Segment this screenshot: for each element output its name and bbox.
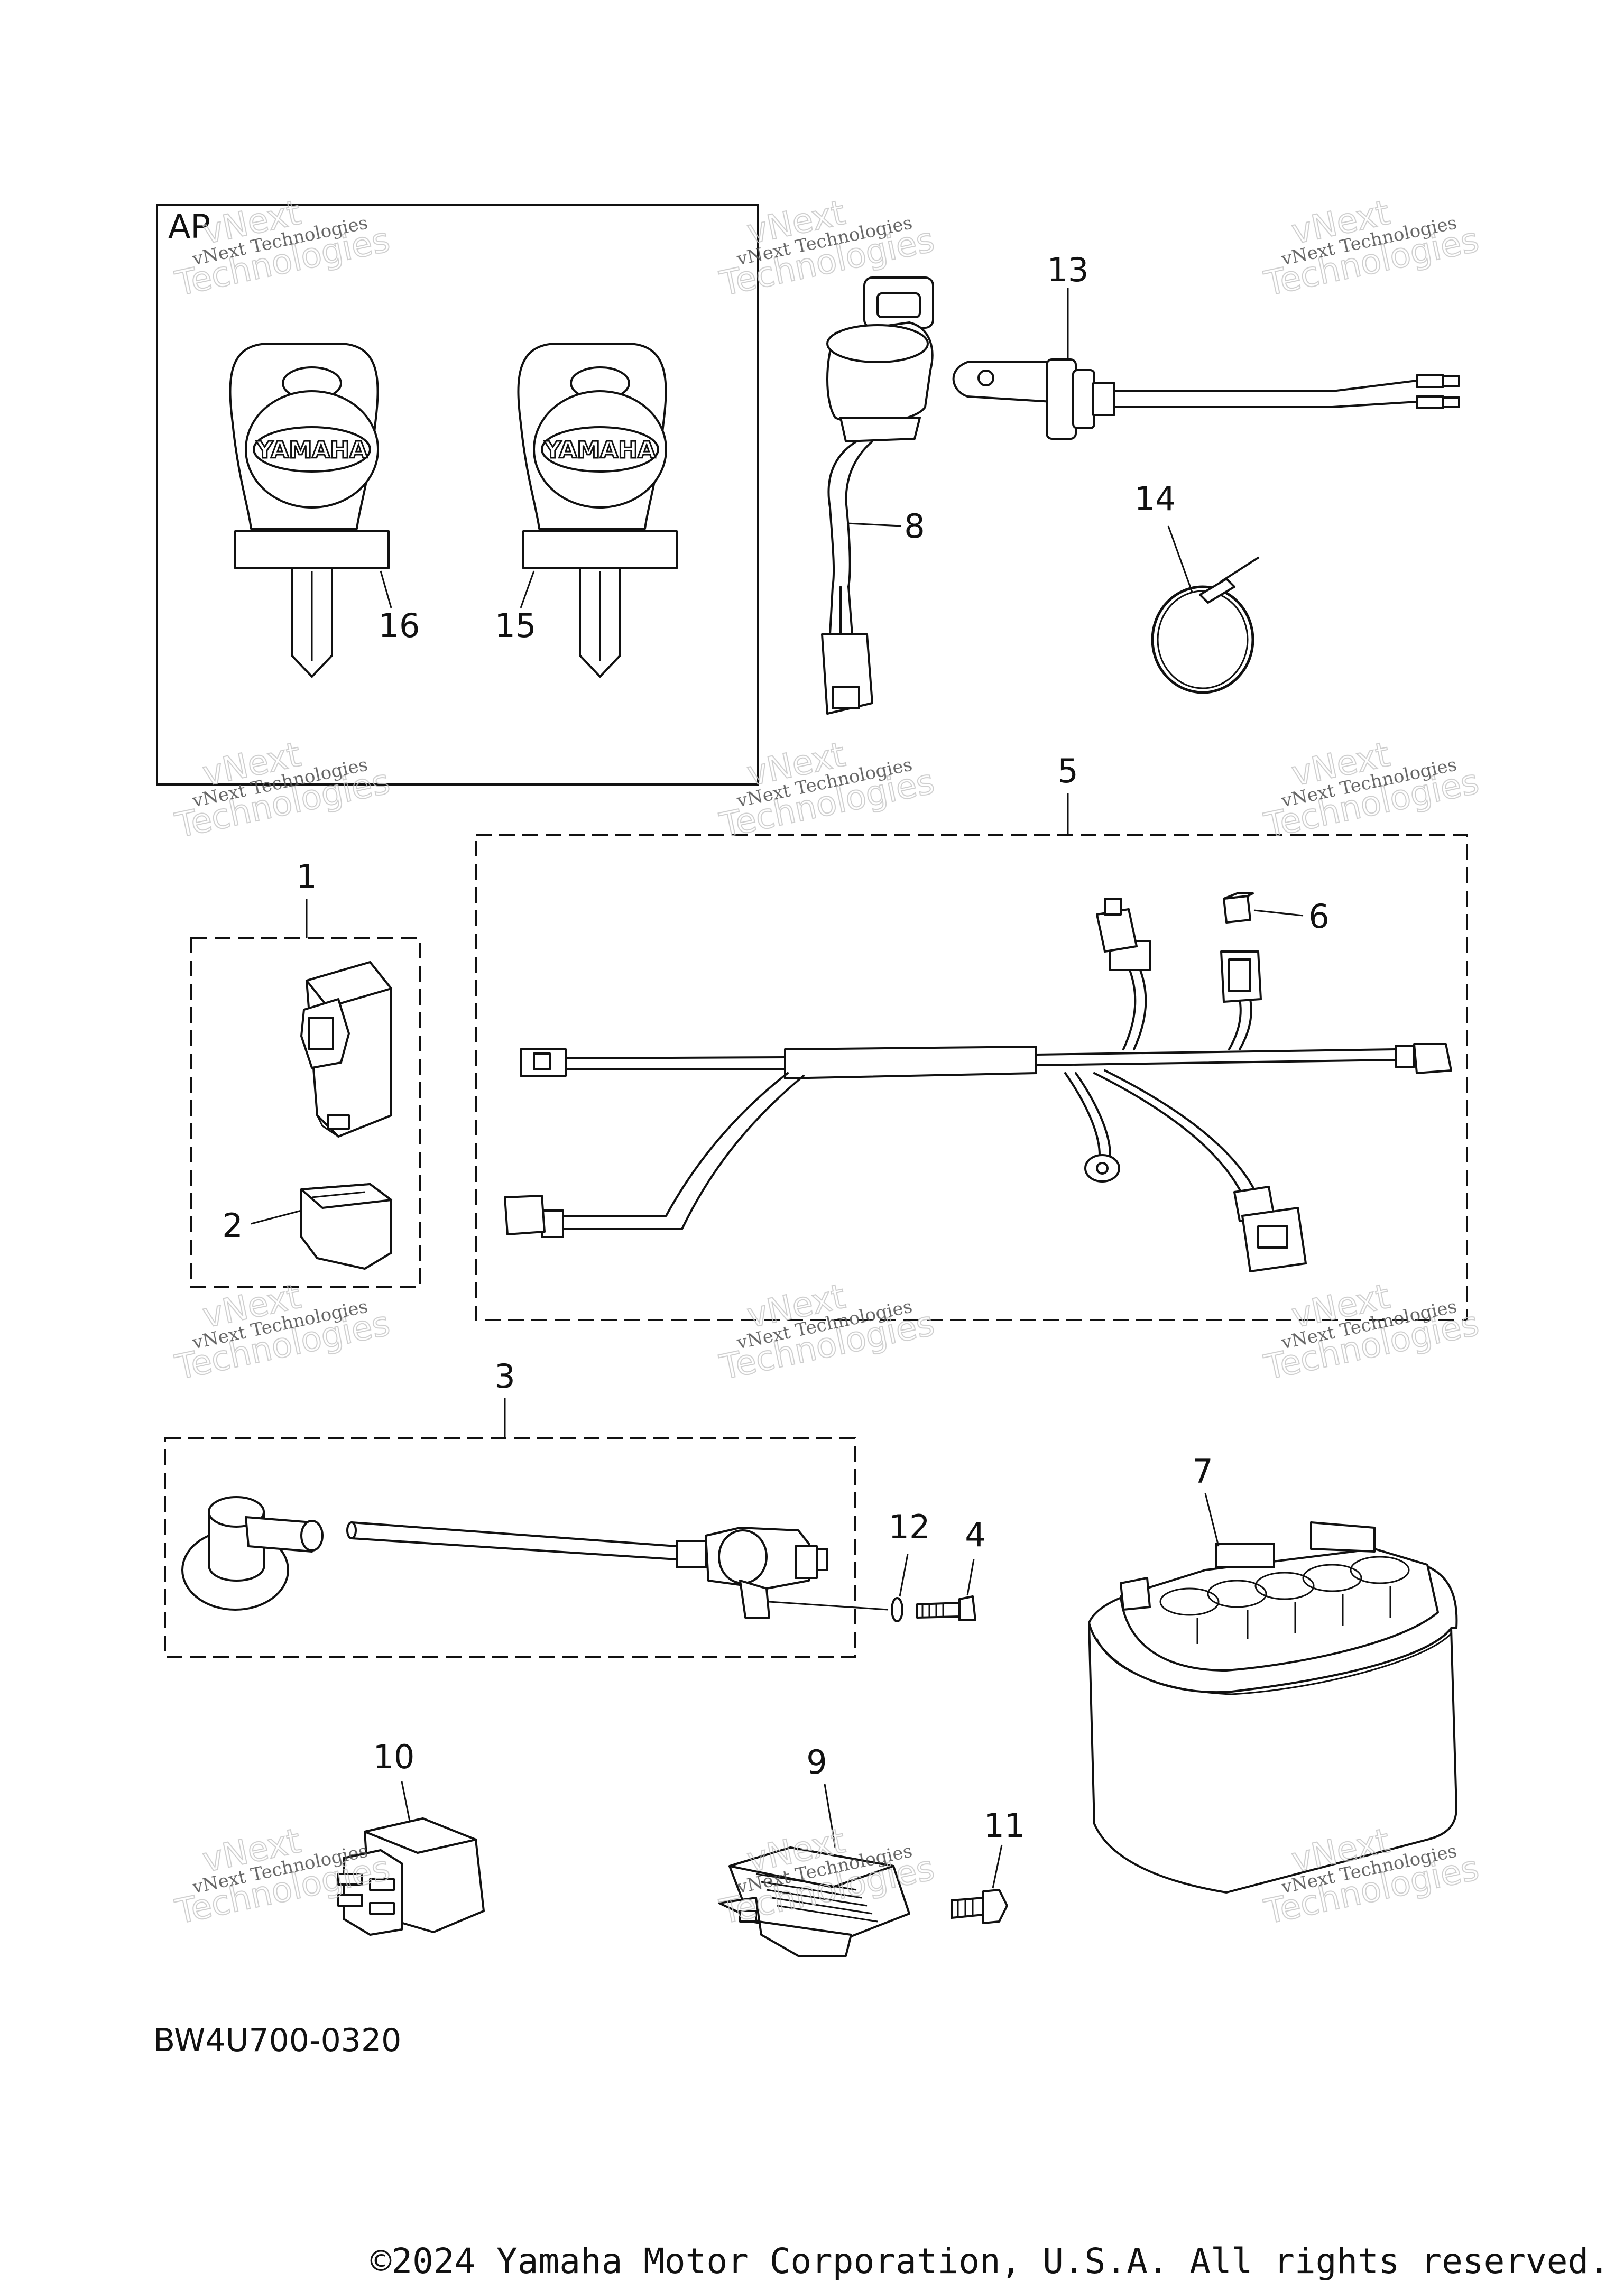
callout-9: 9 — [806, 1743, 827, 1781]
callout-3: 3 — [494, 1357, 515, 1396]
ignition-coil-3: 3 — [164, 1357, 889, 1658]
callout-12: 12 — [889, 1508, 930, 1546]
relay-10: 10 — [337, 1738, 485, 1936]
callout-15: 15 — [495, 606, 537, 645]
main-switch-8: 8 — [821, 276, 934, 715]
inset-label: AP — [168, 207, 210, 246]
callout-6: 6 — [1308, 897, 1329, 936]
callout-5: 5 — [1057, 752, 1078, 790]
bolt-11: 11 — [951, 1806, 1026, 1924]
bolt-4: 4 — [916, 1516, 986, 1621]
callout-13: 13 — [1047, 251, 1089, 289]
callout-14: 14 — [1134, 479, 1176, 518]
callout-16: 16 — [379, 606, 420, 645]
rectifier-regulator-9: 9 — [718, 1743, 910, 1957]
callout-1: 1 — [296, 857, 317, 896]
callout-7: 7 — [1192, 1452, 1213, 1491]
callout-8: 8 — [904, 507, 925, 546]
callout-10: 10 — [373, 1738, 415, 1776]
switch-13: 13 — [952, 251, 1460, 440]
callout-2: 2 — [222, 1206, 243, 1245]
part-group-1: 1 2 — [190, 857, 421, 1288]
diagram-code: BW4U700-0320 — [153, 2022, 401, 2059]
wire-harness-5: 5 6 — [475, 752, 1468, 1321]
washer-12: 12 — [889, 1508, 930, 1622]
battery-7: 7 — [1088, 1452, 1458, 1894]
key-16-brand-logo: YAMAHA — [256, 437, 367, 464]
key-15-brand-logo: YAMAHA — [544, 437, 656, 464]
copyright-notice: ©2024 Yamaha Motor Corporation, U.S.A. A… — [371, 2241, 1610, 2282]
callout-4: 4 — [965, 1516, 985, 1554]
accessory-inset: AP YAMAHA YAMAHA 16 15 — [156, 204, 759, 786]
cable-tie-14: 14 — [1134, 479, 1259, 694]
callout-11: 11 — [984, 1806, 1026, 1845]
key-15: YAMAHA — [517, 343, 678, 678]
key-16: YAMAHA — [229, 343, 390, 678]
